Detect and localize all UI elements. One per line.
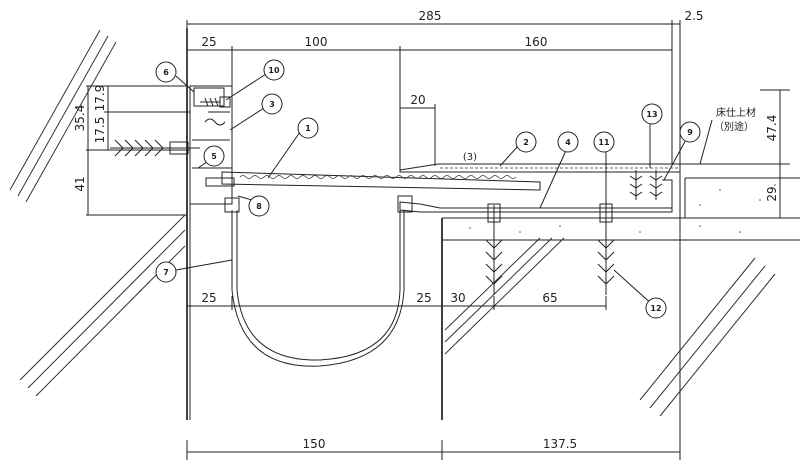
callout-3: 3 [261, 93, 283, 115]
callout-12: 12 [645, 297, 667, 319]
callout-9: 9 [679, 121, 701, 143]
callout-2: 2 [515, 131, 537, 153]
callout-4: 4 [557, 131, 579, 153]
floor-note-line2: （別途） [714, 120, 754, 133]
callout-1: 1 [297, 117, 319, 139]
concrete-dots [469, 184, 776, 233]
callout-13: 13 [641, 103, 663, 125]
dim-bottom-a: 150 [303, 437, 326, 451]
callout-7: 7 [155, 261, 177, 283]
dim-top-a: 25 [201, 35, 216, 49]
svg-text:4: 4 [565, 138, 571, 147]
svg-text:5: 5 [211, 152, 217, 161]
flexible-seal [224, 195, 413, 367]
anchor-bolt-11a [485, 203, 503, 295]
dim-left-a: 35.4 [73, 105, 87, 132]
dim-left-b: 17.5 [93, 117, 107, 144]
svg-text:1: 1 [305, 124, 311, 133]
svg-text:10: 10 [268, 66, 280, 75]
leader-lines [175, 73, 713, 307]
screws-13 [629, 170, 663, 200]
left-wall [186, 28, 191, 420]
svg-text:8: 8 [256, 202, 262, 211]
dim-top-d: 20 [410, 93, 425, 107]
floor-note-line1: 床仕上材 [716, 106, 756, 119]
dim-left-d: 41 [73, 176, 87, 191]
dim-right-a: 47.4 [765, 115, 779, 142]
dim-bottom-b: 137.5 [543, 437, 577, 451]
svg-text:2: 2 [523, 138, 529, 147]
callout-5: 5 [203, 145, 225, 167]
left-anchor-bolt [110, 139, 200, 157]
dim-right-offset: 2.5 [684, 9, 703, 23]
top-plate [399, 163, 681, 173]
cover-plate [221, 171, 541, 191]
left-frame-profile [189, 85, 235, 205]
dim-top-e: (3) [463, 152, 477, 163]
callout-6: 6 [155, 61, 177, 83]
dim-mid-c: 30 [450, 291, 465, 305]
dim-right-b: 29 [765, 186, 779, 201]
left-wall-hatch [9, 29, 186, 397]
callout-8: 8 [248, 195, 270, 217]
svg-text:9: 9 [687, 128, 693, 137]
dim-mid-d: 65 [542, 291, 557, 305]
base-plate [399, 179, 673, 213]
callout-11: 11 [593, 131, 615, 153]
anchor-bolt-11b [597, 150, 615, 295]
right-slab-hatch [444, 237, 776, 417]
svg-text:11: 11 [598, 138, 610, 147]
dim-top-b: 100 [305, 35, 328, 49]
svg-text:3: 3 [269, 100, 275, 109]
svg-text:13: 13 [646, 110, 657, 119]
right-slab [441, 177, 800, 420]
callout-10: 10 [263, 59, 285, 81]
svg-text:12: 12 [650, 304, 661, 313]
svg-text:7: 7 [163, 268, 169, 277]
dimension-lines [86, 20, 790, 460]
svg-text:6: 6 [163, 68, 169, 77]
dim-mid-b: 25 [416, 291, 431, 305]
dim-left-c: 17.9 [93, 85, 107, 112]
dim-overall: 285 [419, 9, 442, 23]
screw-10 [200, 96, 231, 108]
dim-mid-a: 25 [201, 291, 216, 305]
dim-top-c: 160 [525, 35, 548, 49]
